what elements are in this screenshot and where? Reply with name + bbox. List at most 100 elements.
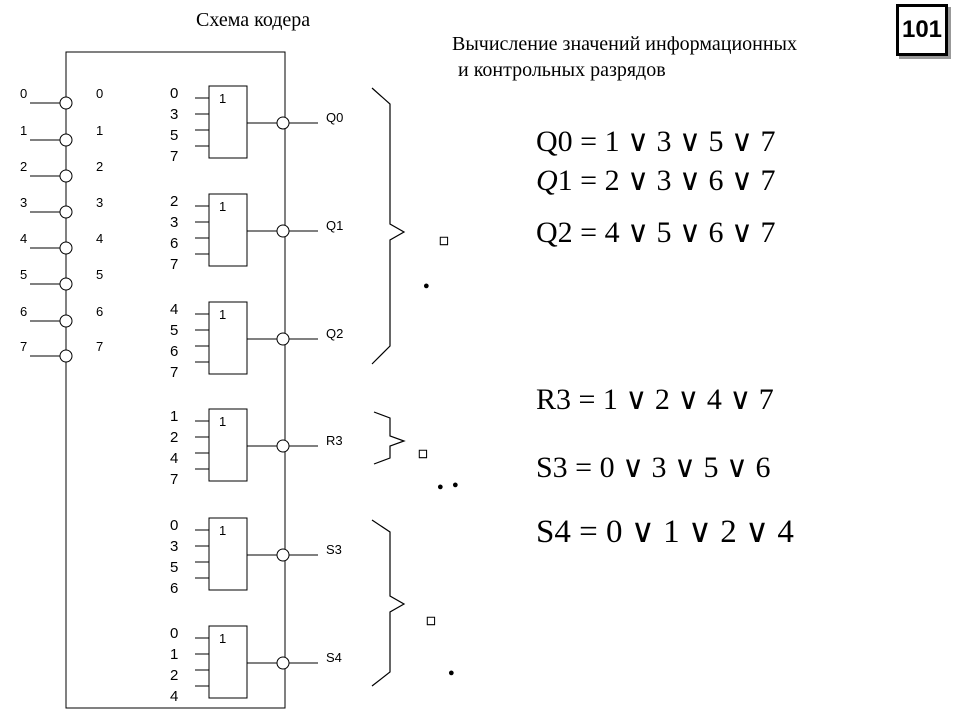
output-inverter-bubble	[276, 116, 290, 130]
output-inverter-bubble	[276, 224, 290, 238]
input-label-outer: 4	[20, 231, 27, 246]
or-gate-s4: 1 0 1 2 4 S4	[170, 625, 342, 705]
input-label-outer: 1	[20, 123, 27, 138]
input-label-inner: 1	[96, 123, 103, 138]
gate-input-label: 4	[170, 301, 178, 318]
gate-input-label: 7	[170, 364, 178, 381]
gate-body	[208, 85, 248, 159]
gate-symbol: 1	[219, 631, 226, 646]
gate-input-label: 6	[170, 580, 178, 597]
gate-input-label: 1	[170, 646, 178, 663]
brace-r3	[373, 411, 406, 465]
gate-input-label: 2	[170, 667, 178, 684]
gate-input-label: 7	[170, 148, 178, 165]
or-gate-r3: 1 1 2 4 7 R3	[170, 408, 343, 488]
gate-input-label: 5	[170, 322, 178, 339]
equation-r3: R3 = 1 ∨ 2 ∨ 4 ∨ 7	[536, 383, 774, 416]
output-inverter-bubble	[276, 439, 290, 453]
output-inverter-bubble	[276, 656, 290, 670]
equation-q1-prefix: Q	[536, 164, 558, 197]
gate-input-label: 3	[170, 214, 178, 231]
gate-input-label: 1	[170, 408, 178, 425]
output-inverter-bubble	[276, 332, 290, 346]
input-label-inner: 7	[96, 339, 103, 354]
artifact-glyph: ☐	[426, 616, 436, 628]
input-inverter-bubble	[59, 169, 73, 183]
gate-input-label: 3	[170, 106, 178, 123]
input-label-inner: 3	[96, 195, 103, 210]
brace-information-bits	[371, 87, 406, 365]
input-label-inner: 0	[96, 86, 103, 101]
gate-symbol: 1	[219, 414, 226, 429]
or-gate-q0: 1 0 3 5 7 Q0	[170, 85, 343, 165]
or-gates: 10357Q012367Q114567Q211247R310356S310124…	[170, 85, 343, 705]
equation-q1: Q1 = 2 ∨ 3 ∨ 6 ∨ 7	[536, 163, 775, 198]
input-label-inner: 5	[96, 267, 103, 282]
input-pins: 0 0 1 1 2 2 3 3 4 4 5 5 6 6 7 7	[20, 86, 103, 363]
input-label-outer: 3	[20, 195, 27, 210]
equation-q2: Q2 = 4 ∨ 5 ∨ 6 ∨ 7	[536, 216, 776, 249]
equation-s3: S3 = 0 ∨ 3 ∨ 5 ∨ 6	[536, 451, 771, 484]
gate-output-label: Q1	[326, 218, 343, 233]
input-inverter-bubble	[59, 133, 73, 147]
artifact-glyph: ●	[437, 481, 444, 493]
calc-title-line1: Вычисление значений информационных	[452, 33, 797, 55]
input-inverter-bubble	[59, 205, 73, 219]
gate-body	[208, 517, 248, 591]
calc-title-line2: и контрольных разрядов	[458, 59, 666, 81]
gate-input-label: 4	[170, 688, 178, 705]
input-label-inner: 6	[96, 304, 103, 319]
gate-symbol: 1	[219, 91, 226, 106]
gate-body	[208, 625, 248, 699]
gate-input-label: 2	[170, 429, 178, 446]
encoder-block-border	[65, 51, 286, 709]
input-inverter-bubble	[59, 349, 73, 363]
gate-symbol: 1	[219, 199, 226, 214]
gate-body	[208, 408, 248, 482]
input-inverter-bubble	[59, 241, 73, 255]
input-label-inner: 2	[96, 159, 103, 174]
gate-input-label: 0	[170, 517, 178, 534]
or-gate-s3: 1 0 3 5 6 S3	[170, 517, 342, 597]
gate-input-label: 0	[170, 85, 178, 102]
schema-title: Схема кодера	[196, 9, 311, 31]
artifact-glyph: ●	[448, 667, 455, 679]
gate-symbol: 1	[219, 523, 226, 538]
gate-output-label: R3	[326, 433, 343, 448]
input-label-inner: 4	[96, 231, 103, 246]
input-label-outer: 0	[20, 86, 27, 101]
gate-input-label: 7	[170, 256, 178, 273]
gate-output-label: Q0	[326, 110, 343, 125]
artifact-glyph: ☐	[418, 449, 428, 461]
gate-output-label: S3	[326, 542, 342, 557]
gate-input-label: 4	[170, 450, 178, 467]
input-label-outer: 6	[20, 304, 27, 319]
equation-q1-rest: 1 = 2 ∨ 3 ∨ 6 ∨ 7	[557, 164, 776, 197]
equation-s4: S4 = 0 ∨ 1 ∨ 2 ∨ 4	[536, 514, 794, 550]
input-label-outer: 5	[20, 267, 27, 282]
input-inverter-bubble	[59, 96, 73, 110]
gate-input-label: 0	[170, 625, 178, 642]
brace-control-bits	[371, 519, 406, 687]
gate-input-label: 5	[170, 127, 178, 144]
input-label-outer: 7	[20, 339, 27, 354]
artifact-glyph: ●	[452, 479, 459, 491]
gate-input-label: 6	[170, 235, 178, 252]
input-inverter-bubble	[59, 314, 73, 328]
input-inverter-bubble	[59, 277, 73, 291]
gate-input-label: 5	[170, 559, 178, 576]
gate-input-label: 2	[170, 193, 178, 210]
gate-output-label: Q2	[326, 326, 343, 341]
gate-symbol: 1	[219, 307, 226, 322]
gate-input-label: 7	[170, 471, 178, 488]
or-gate-q1: 1 2 3 6 7 Q1	[170, 193, 343, 273]
artifact-glyph: ☐	[439, 236, 449, 248]
slide-number-badge: 101	[896, 4, 948, 56]
input-label-outer: 2	[20, 159, 27, 174]
artifact-glyph: ●	[423, 280, 430, 292]
gate-input-label: 3	[170, 538, 178, 555]
gate-output-label: S4	[326, 650, 342, 665]
equation-q0: Q0 = 1 ∨ 3 ∨ 5 ∨ 7	[536, 125, 776, 158]
